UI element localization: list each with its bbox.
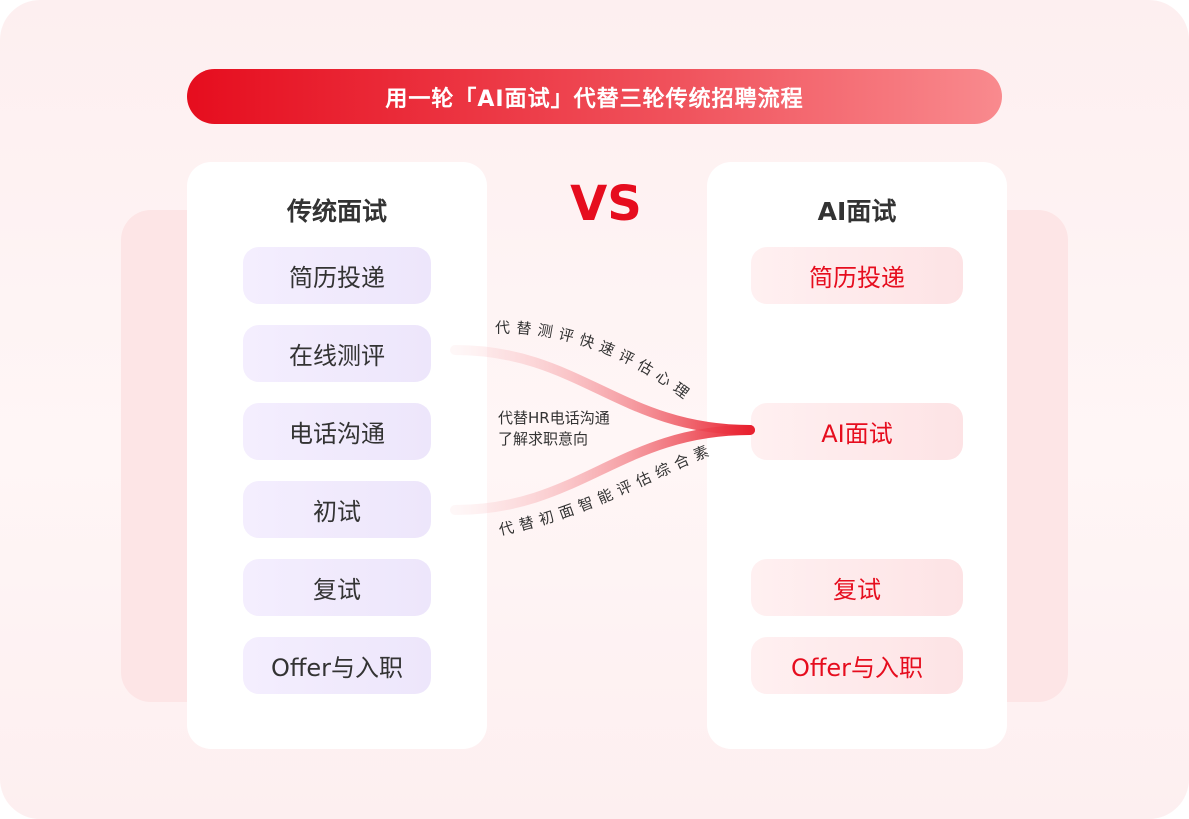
flow-label-middle-line1: 代替HR电话沟通	[498, 409, 610, 427]
traditional-panel-title: 传统面试	[286, 197, 387, 226]
ai-step-second-interview: 复试	[751, 559, 963, 616]
ai-interview-panel: AI面试 简历投递 AI面试 复试 Offer与入职	[707, 162, 1007, 749]
ai-step-ai-interview: AI面试	[751, 403, 963, 460]
flow-band-bottom	[450, 425, 755, 515]
ai-panel-title: AI面试	[817, 197, 897, 226]
traditional-step-second-interview: 复试	[243, 559, 431, 616]
flow-label-middle-line2: 了解求职意向	[498, 430, 589, 448]
ai-step-resume: 简历投递	[751, 247, 963, 304]
ai-step-offer: Offer与入职	[751, 637, 963, 694]
flow-label-bottom: 代替初面智能评估综合素	[497, 440, 717, 539]
traditional-interview-panel: 传统面试 简历投递 在线测评 电话沟通 初试 复试 Offer与入职	[187, 162, 487, 749]
vs-label: VS	[570, 176, 642, 232]
traditional-step-online-test: 在线测评	[243, 325, 431, 382]
flow-label-middle: 代替HR电话沟通 了解求职意向	[498, 408, 610, 450]
traditional-step-resume: 简历投递	[243, 247, 431, 304]
traditional-step-phone-call: 电话沟通	[243, 403, 431, 460]
traditional-step-first-interview: 初试	[243, 481, 431, 538]
traditional-step-offer: Offer与入职	[243, 637, 431, 694]
banner-title: 用一轮「AI面试」代替三轮传统招聘流程	[187, 69, 1002, 124]
